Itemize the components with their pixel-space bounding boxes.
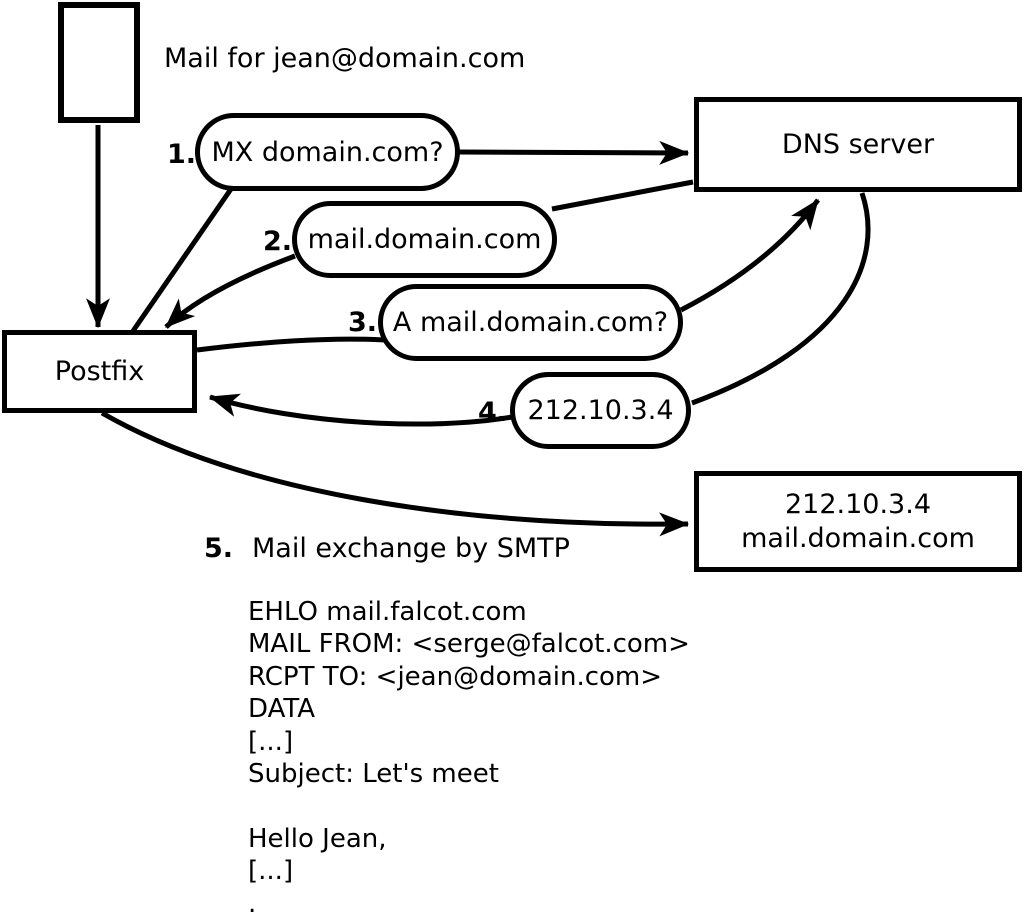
step2-number: 2. (262, 226, 292, 257)
arrow-bubble4-to-postfix (208, 393, 513, 427)
bubble-a-answer: 212.10.3.4 (510, 372, 691, 449)
step4-number: 4. (477, 397, 507, 428)
step3-number: 3. (347, 307, 377, 338)
mail-server-label: 212.10.3.4 mail.domain.com (741, 488, 975, 556)
line-postfix-to-bubble1 (130, 187, 234, 333)
postfix-label: Postfix (54, 356, 145, 387)
line-postfix-to-bubble3 (196, 336, 386, 353)
arrow-bubble1-to-dns (458, 140, 690, 165)
smtp-session-transcript: EHLO mail.falcot.com MAIL FROM: <serge@f… (248, 597, 690, 919)
bubble-a-answer-label: 212.10.3.4 (527, 395, 674, 426)
bubble-mx-answer: mail.domain.com (292, 201, 557, 278)
postfix-box: Postfix (2, 330, 197, 413)
dns-server-box: DNS server (694, 97, 1022, 192)
dns-server-label: DNS server (781, 129, 935, 160)
mail-server-box: 212.10.3.4 mail.domain.com (694, 471, 1022, 572)
arrow-bubble3-to-dns (679, 198, 820, 313)
line-dns-to-bubble4 (691, 192, 871, 406)
step5-number: 5. (203, 533, 233, 564)
mail-server-ip: 212.10.3.4 (785, 488, 931, 520)
bubble-mx-query-label: MX domain.com? (211, 136, 444, 168)
envelope-icon (58, 2, 140, 123)
mail-server-hostname: mail.domain.com (741, 522, 975, 554)
bubble-mx-answer-label: mail.domain.com (307, 224, 542, 255)
bubble-a-query: A mail.domain.com? (378, 284, 683, 361)
line-dns-to-bubble2 (551, 179, 694, 212)
bubble-a-query-label: A mail.domain.com? (392, 307, 669, 338)
step5-label: Mail exchange by SMTP (252, 533, 570, 564)
arrow-bubble2-to-postfix (164, 253, 296, 329)
arrow-postfix-to-mailserver-smtp (100, 410, 690, 537)
step1-number: 1. (166, 139, 196, 170)
bubble-mx-query: MX domain.com? (195, 113, 460, 191)
mail-note: Mail for jean@domain.com (164, 43, 526, 74)
